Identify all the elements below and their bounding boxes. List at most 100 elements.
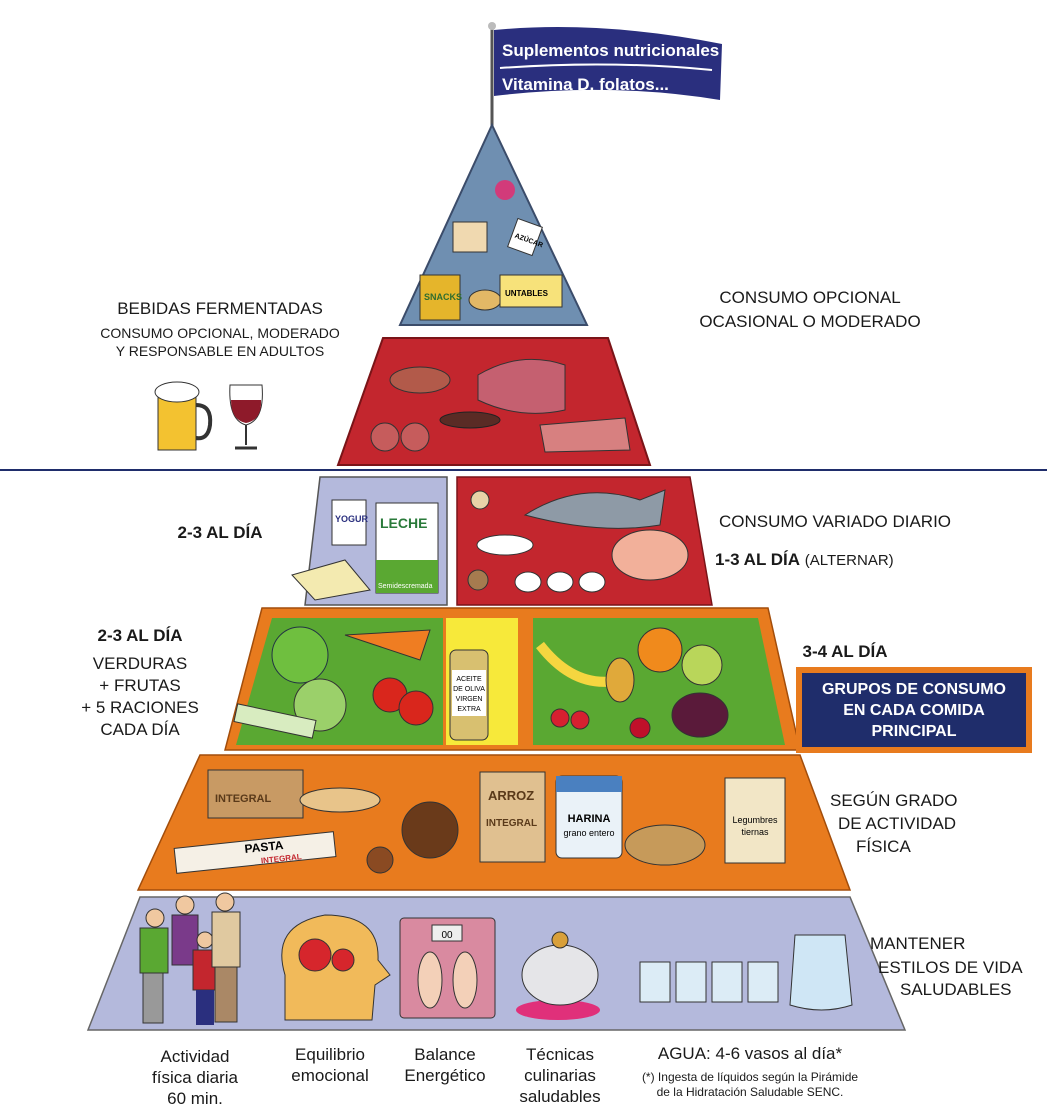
oil-label-1: ACEITE bbox=[456, 676, 482, 683]
lettuce-icon bbox=[293, 678, 347, 732]
fish-icon bbox=[523, 489, 666, 529]
pasta-label: PASTA bbox=[244, 838, 284, 856]
walnut-icon bbox=[467, 569, 489, 591]
legumes-bag-icon bbox=[724, 777, 786, 864]
yogurt-icon bbox=[331, 499, 367, 546]
wine-glass-icon bbox=[229, 384, 263, 450]
caption-energy-2: Energético bbox=[404, 1066, 486, 1085]
rice-label: ARROZ bbox=[488, 788, 534, 803]
caption-emotional-2: emocional bbox=[291, 1066, 369, 1085]
sausage-icon bbox=[389, 366, 451, 394]
scale-display: 00 bbox=[441, 930, 453, 941]
pear-icon bbox=[605, 657, 635, 703]
rice-sub-label: INTEGRAL bbox=[486, 818, 537, 829]
orange-icon bbox=[637, 627, 683, 673]
caption-water: AGUA: 4-6 vasos al día* bbox=[657, 1044, 843, 1063]
ham-icon bbox=[477, 358, 566, 414]
vegetables-frequency: 2-3 AL DÍA bbox=[97, 626, 183, 645]
head-gears-icon bbox=[281, 914, 391, 1021]
oil-label-2: DE OLIVA bbox=[453, 686, 485, 693]
flagpole-top bbox=[488, 22, 496, 30]
protein-frequency-row: 1-3 AL DÍA (ALTERNAR) bbox=[715, 549, 975, 571]
main-meal-groups-box: GRUPOS DE CONSUMO EN CADA COMIDA PRINCIP… bbox=[796, 667, 1032, 753]
caption-cooking-1: Técnicas bbox=[525, 1045, 595, 1064]
lifestyle-line1: MANTENER bbox=[870, 934, 966, 953]
caption-activity: Actividad física diaria 60 min. bbox=[130, 1046, 260, 1109]
oil-label-4: EXTRA bbox=[457, 706, 481, 713]
vegetables-line3: + 5 RACIONES bbox=[81, 698, 199, 717]
scale-icon: 00 bbox=[399, 917, 496, 1019]
caption-footnote-1: (*) Ingesta de líquidos según la Pirámid… bbox=[641, 1070, 859, 1084]
box-line3: PRINCIPAL bbox=[871, 722, 957, 740]
cereal-line1: SEGÚN GRADO bbox=[830, 791, 958, 810]
chicken-icon bbox=[611, 529, 689, 581]
vegetables-line2: + FRUTAS bbox=[99, 676, 181, 695]
fermented-drinks-sub2: Y RESPONSABLE EN ADULTOS bbox=[115, 343, 325, 359]
supplements-flag: Suplementos nutricionales Vitamina D, fo… bbox=[488, 22, 722, 128]
milk-label: LECHE bbox=[380, 515, 427, 531]
croissant-icon bbox=[468, 289, 502, 311]
flag-line1: Suplementos nutricionales bbox=[502, 41, 719, 60]
caption-footnote-2: de la Hidratación Saludable SENC. bbox=[656, 1085, 844, 1099]
caption-emotional: Equilibrio emocional bbox=[270, 1044, 390, 1086]
cereal-line3: FÍSICA bbox=[856, 837, 911, 856]
cake-icon bbox=[452, 221, 488, 253]
sugar-packet-icon bbox=[507, 217, 543, 257]
caption-activity-1: Actividad bbox=[160, 1047, 230, 1066]
caption-energy-1: Balance bbox=[414, 1045, 476, 1064]
family-walking-icon bbox=[139, 892, 241, 1025]
egg-icon bbox=[514, 571, 542, 593]
lollipop-icon bbox=[495, 180, 515, 200]
dairy-frequency: 2-3 AL DÍA bbox=[177, 523, 263, 542]
bread-label: INTEGRAL bbox=[215, 793, 272, 805]
flag-line2: Vitamina D, folatos... bbox=[502, 75, 669, 94]
caption-emotional-1: Equilibrio bbox=[295, 1045, 365, 1064]
fermented-drinks-sub1: CONSUMO OPCIONAL, MODERADO bbox=[100, 325, 340, 341]
optional-consumption-line1: CONSUMO OPCIONAL bbox=[719, 288, 901, 307]
box-line2: EN CADA COMIDA bbox=[843, 701, 985, 719]
broccoli-icon bbox=[271, 626, 329, 684]
strawberry-icon bbox=[550, 708, 570, 728]
snacks-label: SNACKS bbox=[424, 292, 462, 302]
snacks-bag-icon bbox=[419, 274, 461, 321]
flour-label: HARINA bbox=[568, 813, 611, 825]
vegetables-line4: CADA DÍA bbox=[100, 720, 180, 739]
teapot-icon bbox=[516, 931, 600, 1020]
cherry-icon bbox=[629, 717, 651, 739]
carrot-icon bbox=[344, 629, 431, 661]
beer-mug-icon bbox=[154, 381, 213, 451]
lifestyle-line3: SALUDABLES bbox=[900, 980, 1012, 999]
grapes-icon bbox=[671, 692, 729, 738]
optional-consumption-line2: OCASIONAL O MODERADO bbox=[699, 312, 921, 331]
caption-cooking: Técnicas culinarias saludables bbox=[505, 1044, 615, 1107]
protein-frequency: 1-3 AL DÍA bbox=[715, 550, 801, 569]
milk-sub-label: Semidescremada bbox=[378, 583, 433, 590]
protein-alternate: (ALTERNAR) bbox=[804, 552, 894, 569]
yogurt-label: YOGUR bbox=[335, 514, 369, 524]
potatoes-icon bbox=[624, 824, 706, 866]
caption-cooking-2: culinarias bbox=[524, 1066, 596, 1085]
caption-activity-3: 60 min. bbox=[167, 1089, 223, 1108]
butter-icon bbox=[499, 274, 563, 308]
caption-activity-2: física diaria bbox=[152, 1068, 238, 1087]
nuts-icon bbox=[470, 490, 490, 510]
beans-icon bbox=[476, 534, 534, 556]
protein-variety-label: CONSUMO VARIADO DIARIO bbox=[718, 512, 952, 531]
chestnut-husk-icon bbox=[401, 801, 459, 859]
bread-icon bbox=[207, 769, 304, 819]
chorizo-icon bbox=[439, 411, 501, 429]
flour-sub-label: grano entero bbox=[563, 828, 614, 838]
salami-slice-icon bbox=[370, 422, 400, 452]
chestnut-icon bbox=[366, 846, 394, 874]
spreads-label: UNTABLES bbox=[505, 289, 549, 298]
leek-icon bbox=[233, 703, 317, 739]
oil-label-3: VIRGEN bbox=[456, 696, 483, 703]
fruits-frequency: 3-4 AL DÍA bbox=[802, 642, 888, 661]
cereal-line2: DE ACTIVIDAD bbox=[838, 814, 957, 833]
rice-bag-icon bbox=[479, 771, 546, 863]
water-glasses-icon bbox=[639, 961, 779, 1003]
fermented-drinks-title: BEBIDAS FERMENTADAS bbox=[117, 299, 323, 318]
legumes-label-2: tiernas bbox=[741, 827, 769, 837]
apple-icon bbox=[681, 644, 723, 686]
